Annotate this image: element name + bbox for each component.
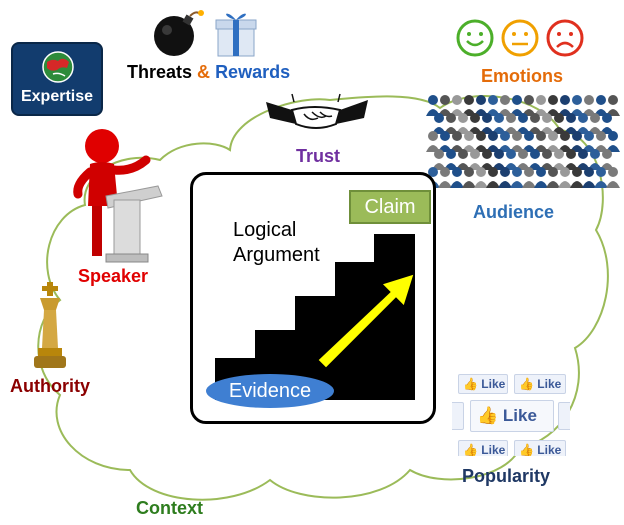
- emotion-faces: [456, 19, 584, 57]
- like-thumb-icon: 👍: [463, 443, 478, 456]
- like-tile: 👍 Like: [458, 374, 508, 394]
- smiley-neutral-icon: [501, 19, 539, 57]
- logical-title-line1: Logical: [233, 219, 297, 241]
- gift-icon: [215, 13, 257, 57]
- crowd-icon: [426, 95, 620, 188]
- chess-king-icon: [34, 282, 66, 368]
- like-thumb-icon: 👍: [519, 443, 534, 456]
- threats-rewards-label: Threats & Rewards: [127, 62, 290, 83]
- like-tile: [452, 402, 464, 430]
- threats-label: Threats: [127, 62, 193, 82]
- globe-icon: [42, 51, 74, 83]
- bomb-icon: [154, 10, 204, 56]
- logical-argument-title: Logical Argument: [233, 218, 320, 268]
- popularity-label: Popularity: [462, 466, 551, 486]
- emotions-label: Emotions: [481, 66, 564, 86]
- like-thumb-icon: 👍: [463, 377, 478, 391]
- like-tile-large: 👍 Like: [470, 400, 554, 432]
- smiley-sad-icon: [546, 19, 584, 57]
- speaker-figure-icon: [73, 129, 163, 263]
- like-buttons-collage: 👍 Like 👍 Like 👍 Like 👍 Like 👍 Like: [452, 370, 570, 456]
- trust-label: Trust: [296, 146, 341, 166]
- like-label: Like: [537, 443, 562, 456]
- inference-arrow: [317, 273, 415, 369]
- like-label: Like: [537, 377, 562, 391]
- like-label: Like: [502, 406, 537, 425]
- authority-label: Authority: [10, 376, 90, 396]
- evidence-ellipse: Evidence: [206, 374, 334, 408]
- like-thumb-icon: 👍: [477, 406, 499, 425]
- handshake-icon: [266, 93, 368, 129]
- ampersand-label: &: [197, 62, 211, 82]
- like-tile: 👍 Like: [514, 374, 566, 394]
- speaker-label: Speaker: [78, 266, 149, 286]
- like-label: Like: [481, 377, 506, 391]
- like-tile: 👍 Like: [514, 440, 566, 456]
- expertise-label: Expertise: [20, 88, 94, 105]
- logical-title-line2: Argument: [233, 244, 320, 266]
- like-label: Like: [481, 443, 506, 456]
- claim-box: Claim: [349, 190, 431, 224]
- expertise-badge: Expertise: [11, 42, 103, 116]
- smiley-happy-icon: [456, 19, 494, 57]
- rewards-label: Rewards: [215, 62, 291, 82]
- context-label: Context: [136, 498, 203, 518]
- audience-label: Audience: [473, 202, 555, 222]
- like-thumb-icon: 👍: [519, 377, 534, 391]
- like-tile: 👍 Like: [458, 440, 508, 456]
- like-tile: [558, 402, 570, 430]
